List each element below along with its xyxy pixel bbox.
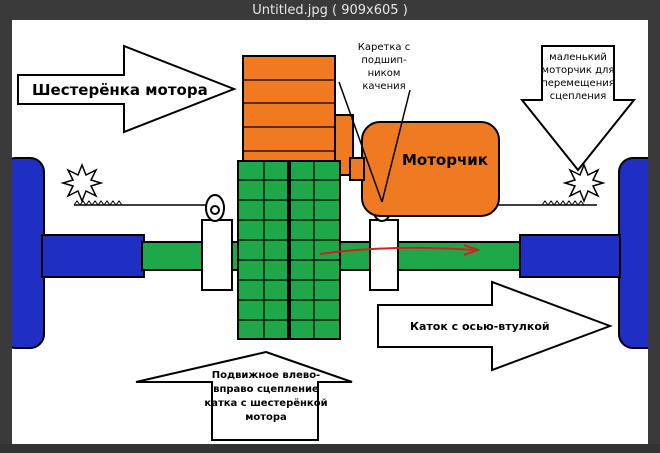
green-clutch-right	[289, 160, 341, 340]
green-clutch-lines	[238, 161, 340, 339]
small-motor-label-4: сцепления	[550, 91, 607, 102]
carriage-label-1: Каретка с	[358, 42, 410, 53]
right-small-gear-icon	[562, 162, 606, 204]
clutch-label-1: Подвижное влево-	[212, 370, 320, 381]
carriage-label-3: ником	[368, 68, 401, 79]
clutch-label-2: вправо сцепление	[213, 384, 319, 395]
roller-label: Каток с осью-втулкой	[410, 320, 550, 333]
clutch-arrow	[135, 350, 353, 441]
carriage-label-2: подшип-	[361, 55, 407, 66]
diagram-svg: Шестерёнка мотора маленький моторчик для…	[12, 42, 648, 441]
orange-motor-gear	[242, 55, 336, 175]
motorchik-label: Моторчик	[402, 151, 488, 169]
left-bearing-block	[201, 219, 233, 291]
right-blue-axle	[519, 234, 621, 278]
window-title-bar: Untitled.jpg ( 909x605 )	[0, 0, 660, 20]
clutch-label-3: катка с шестерёнкой	[204, 397, 327, 409]
carriage-callout-left	[338, 81, 383, 203]
bottom-edge	[0, 444, 660, 453]
right-bearing-block	[369, 219, 399, 291]
left-edge	[0, 20, 12, 453]
small-motor-label-1: маленький	[549, 52, 607, 63]
clutch-label-4: мотора	[245, 412, 287, 423]
green-clutch-left	[237, 160, 289, 340]
left-bearing-hole	[210, 205, 220, 215]
motorchik-shaft	[349, 157, 365, 181]
left-small-gear-icon	[60, 162, 104, 204]
roller-arrow	[377, 280, 613, 372]
carriage-callout-right	[381, 89, 411, 203]
motor-gear-label: Шестерёнка мотора	[32, 81, 208, 99]
left-blue-axle	[41, 234, 145, 278]
left-blue-roller	[12, 157, 45, 349]
motor-gear-arrow	[17, 44, 237, 134]
small-motor-label-3: перемещения	[541, 78, 615, 89]
small-motor-arrow	[519, 45, 637, 172]
orange-gear-lines	[243, 79, 335, 152]
right-blue-roller	[618, 157, 648, 349]
right-edge	[648, 20, 660, 453]
right-rack-teeth	[541, 200, 585, 206]
carriage-label-4: качения	[362, 81, 405, 92]
red-arrow-head	[463, 244, 481, 256]
red-direction-arrow	[319, 246, 475, 255]
window-title: Untitled.jpg ( 909x605 )	[252, 2, 408, 18]
image-canvas: Шестерёнка мотора маленький моторчик для…	[12, 20, 648, 444]
small-motor-label-2: моторчик для	[542, 65, 615, 76]
